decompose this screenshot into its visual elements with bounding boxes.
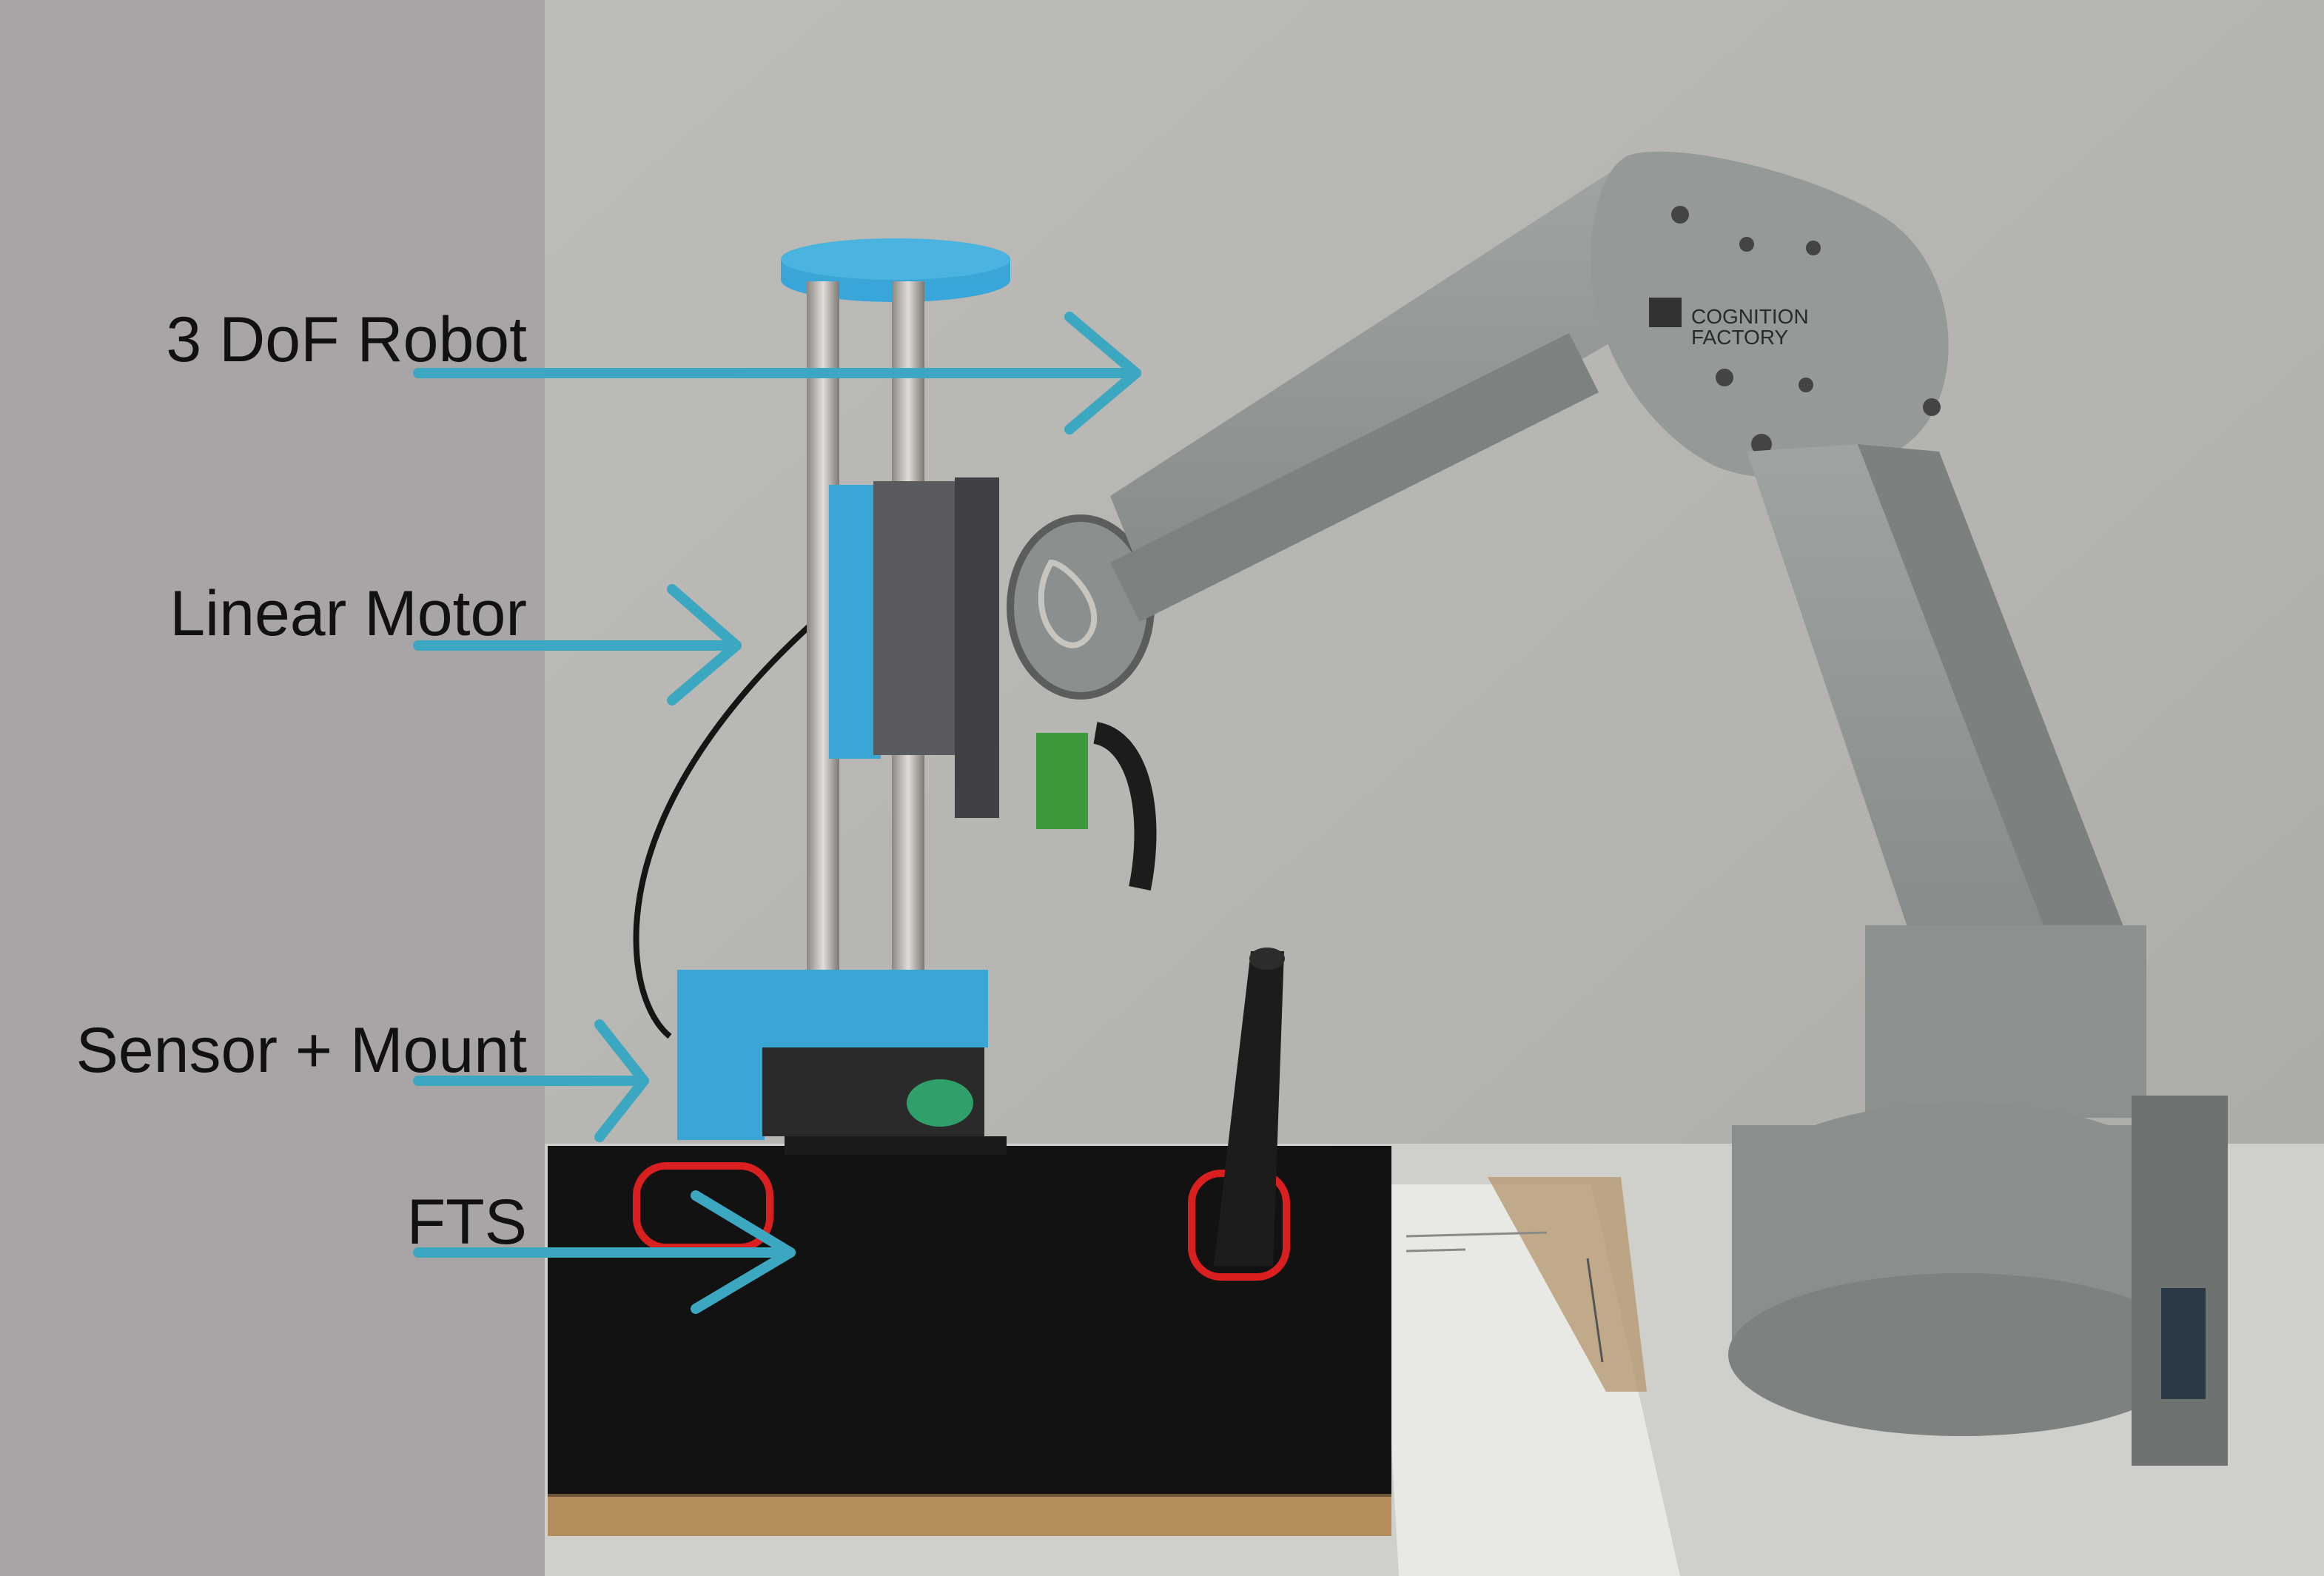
annotation-arrows — [413, 312, 1141, 1314]
label-fts: FTS — [406, 1187, 527, 1258]
logo-line2: FACTORY — [1691, 326, 1789, 349]
arrow-motor-icon — [413, 584, 742, 705]
arrow-robot-icon — [413, 312, 1141, 435]
left-panel — [0, 0, 545, 1576]
label-sensor-mount: Sensor + Mount — [75, 1015, 527, 1086]
photo: COGNITION FACTORY — [545, 0, 2324, 1576]
label-linear-motor: Linear Motor — [169, 578, 527, 649]
linear-motor-carriage — [829, 485, 881, 759]
robot-shoulder-plate — [1590, 151, 1949, 478]
sensor-mount — [677, 970, 988, 1047]
label-3dof-robot: 3 DoF Robot — [166, 304, 527, 375]
logo-mark-icon — [1649, 298, 1682, 327]
logo-line1: COGNITION — [1691, 305, 1809, 328]
arrow-fts-icon — [413, 1190, 796, 1314]
cable — [633, 620, 816, 1039]
arrow-sensor-icon — [413, 1019, 649, 1142]
